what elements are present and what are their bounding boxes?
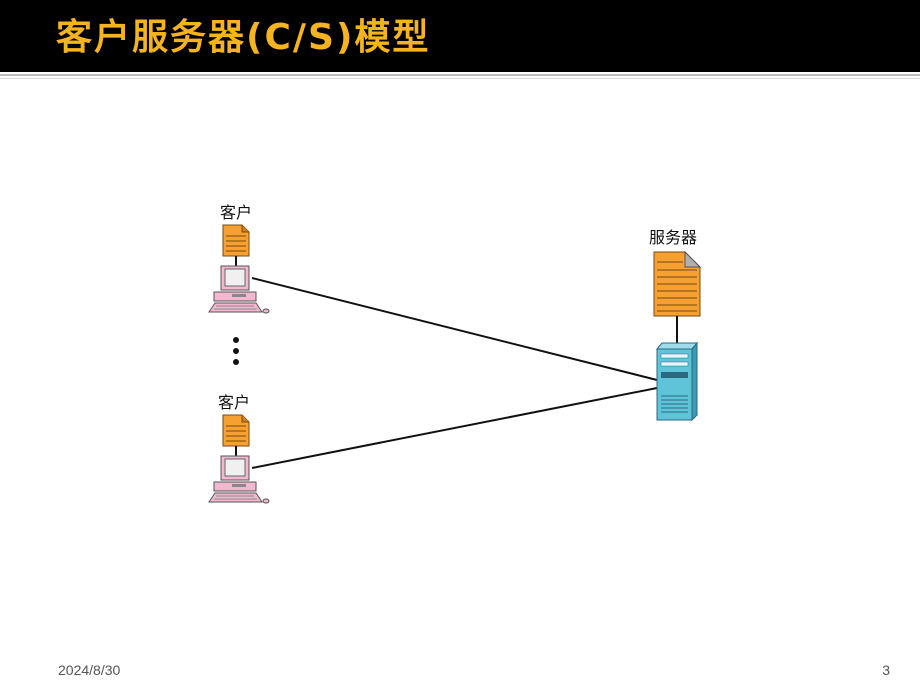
server-label: 服务器 [649,228,697,247]
document-icon [222,224,250,257]
footer-date: 2024/8/30 [58,662,121,678]
server-tower-icon [655,341,699,422]
document-icon [653,250,702,317]
pc-icon [208,455,270,504]
slide-title: 客户服务器(C/S)模型 [56,17,431,58]
document-icon [222,414,250,447]
page-number: 3 [882,662,890,678]
pc-icon [208,265,270,314]
title-bar: 客户服务器(C/S)模型 [0,0,920,72]
title-divider [0,74,920,76]
ellipsis-dots [233,337,239,365]
client-bottom-label: 客户 [218,393,250,412]
title-divider-thin [0,78,920,79]
connection-line-bottom [251,387,658,469]
client-top-label: 客户 [220,203,252,222]
connection-line-top [251,277,658,381]
